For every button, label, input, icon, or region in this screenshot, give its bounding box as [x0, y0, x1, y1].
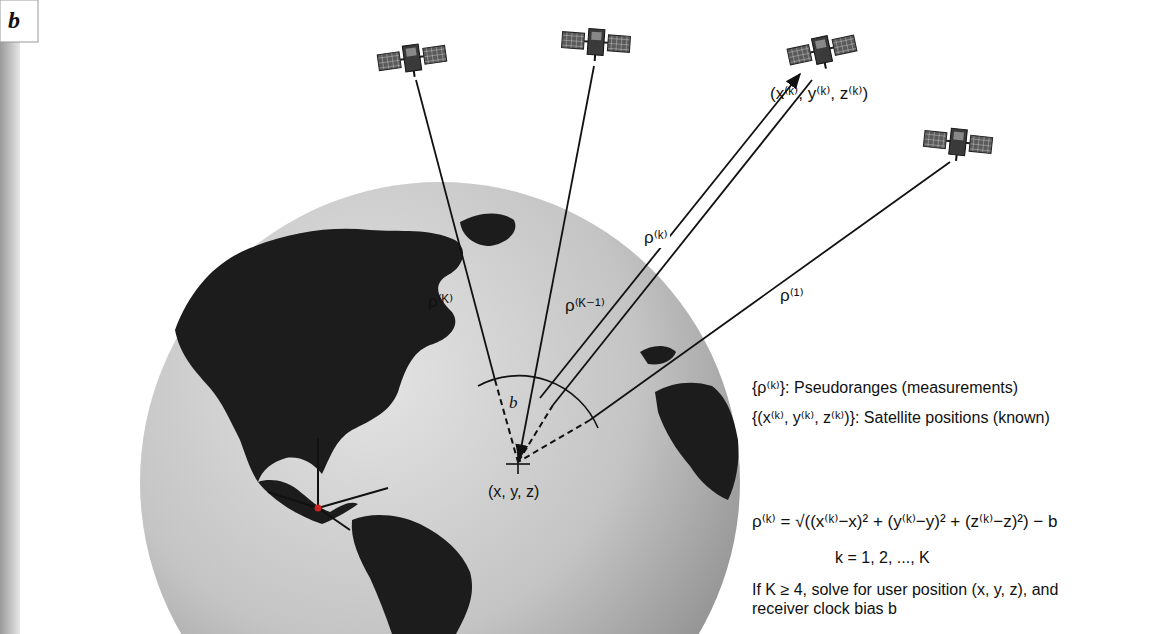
- legend-note: {(x⁽ᵏ⁾, y⁽ᵏ⁾, z⁽ᵏ⁾)}: Satellite position…: [752, 408, 1050, 427]
- pseudorange-label: ρ⁽ᵏ⁾: [642, 228, 670, 248]
- user-position: (x, y, z): [488, 482, 539, 501]
- legend-note: {ρ⁽ᵏ⁾}: Pseudoranges (measurements): [752, 378, 1018, 397]
- pseudorange-label: ρ⁽ᴷ⁾: [428, 292, 453, 312]
- pseudorange-label: ρ⁽¹⁾: [780, 286, 804, 306]
- pseudorange-label: ρ⁽ᴷ⁻¹⁾: [565, 296, 605, 316]
- panel-letter: b: [8, 6, 20, 35]
- clock-bias-label: b: [509, 393, 518, 413]
- solution-note: If K ≥ 4, solve for user position (x, y,…: [752, 580, 1097, 618]
- pseudorange-equation: ρ⁽ᵏ⁾ = √((x⁽ᵏ⁾−x)² + (y⁽ᵏ⁾−y)² + (z⁽ᵏ⁾−z…: [752, 512, 1057, 532]
- satellite-position: (x⁽ᵏ⁾, y⁽ᵏ⁾, z⁽ᵏ⁾): [770, 84, 868, 104]
- index-range: k = 1, 2, ..., K: [835, 548, 930, 567]
